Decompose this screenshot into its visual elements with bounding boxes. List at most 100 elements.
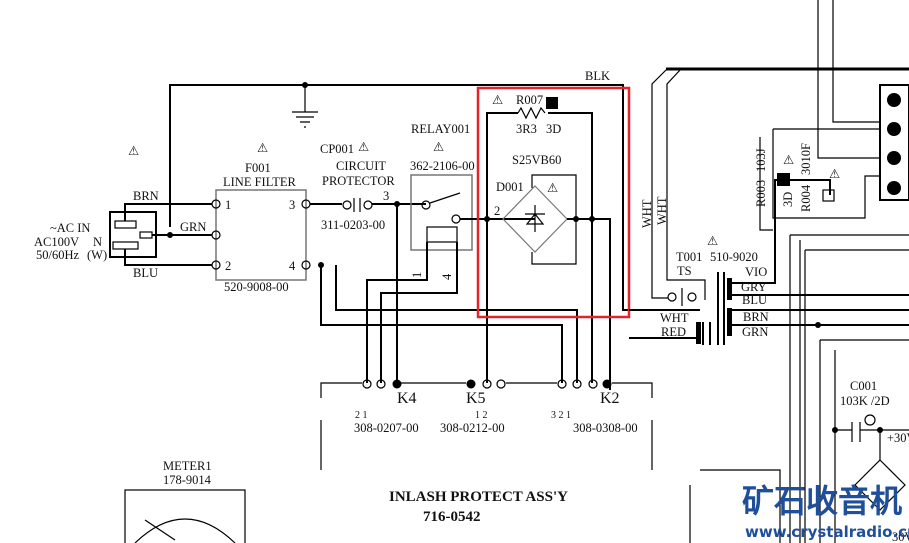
k2-part: 308-0308-00	[573, 421, 638, 435]
k5-pins: 1 2	[475, 410, 488, 421]
brn-wire	[124, 203, 212, 221]
brn2-label: BRN	[743, 310, 769, 324]
pin-1: 1	[225, 198, 231, 212]
warning-icon: ⚠	[829, 167, 841, 181]
watermark-url: www.crystalradio.cn	[745, 523, 909, 541]
t001-ref: T001	[676, 250, 702, 264]
cp001-part: 311-0203-00	[321, 218, 385, 232]
r003-ref: R003	[754, 180, 768, 207]
d001-pin-2: 2	[494, 204, 500, 218]
wire	[366, 242, 458, 383]
meter-part: 178-9014	[163, 473, 212, 487]
cp001-ref: CP001	[320, 142, 354, 156]
r007-rating: 3D	[546, 122, 561, 136]
pin-2: 2	[225, 259, 231, 273]
rating-square-icon	[777, 173, 790, 186]
r004-value: 3010F	[799, 143, 813, 175]
wire	[759, 0, 880, 231]
transformer-icon	[696, 272, 732, 345]
wht-label-3: WHT	[660, 311, 689, 325]
assembly-name: INLASH PROTECT ASS'Y	[389, 489, 568, 505]
k4-pins: 2 1	[355, 410, 368, 421]
vio-label: VIO	[745, 265, 767, 279]
blu-label: BLU	[133, 266, 158, 280]
warning-icon: ⚠	[433, 140, 445, 154]
wire	[689, 234, 909, 543]
rail-label-2: 30V	[892, 530, 909, 543]
assembly-part: 716-0542	[423, 509, 481, 525]
d001-ref: D001	[496, 180, 524, 194]
k4-label: K4	[397, 390, 417, 407]
k5-label: K5	[466, 390, 486, 407]
blu-wire	[124, 249, 212, 266]
rating-square-icon	[822, 189, 835, 202]
d001-part: S25VB60	[512, 153, 561, 167]
warning-icon: ⚠	[358, 140, 370, 154]
ac-voltage: AC100V	[34, 235, 79, 249]
c001-value: 103K /2D	[840, 394, 890, 408]
thermal-switch-icon	[667, 288, 697, 306]
connector-k4	[362, 379, 402, 389]
w-label: (W)	[87, 248, 107, 262]
watermark-cn: 矿石收音机	[742, 482, 902, 520]
pin-4: 4	[289, 259, 296, 273]
resistor-icon	[517, 106, 546, 120]
bridge-rectifier-icon	[502, 174, 577, 265]
warning-icon: ⚠	[547, 181, 559, 195]
n-label: N	[93, 235, 102, 249]
f001-ref: F001	[245, 161, 271, 175]
k2-pins: 3 2 1	[551, 410, 571, 421]
r003-value: 103J	[754, 148, 768, 172]
relay-pin-4: 4	[440, 273, 454, 280]
warning-icon: ⚠	[492, 93, 504, 107]
t001-part: 510-9020	[710, 250, 758, 264]
ac-freq: 50/60Hz	[36, 248, 80, 262]
r007-ref: R007	[516, 93, 543, 107]
k2-label: K2	[600, 390, 620, 407]
assembly-outline	[320, 382, 653, 470]
warning-icon: ⚠	[783, 153, 795, 167]
wire	[320, 265, 563, 383]
cp001-name2: PROTECTOR	[322, 174, 395, 188]
ac-in-label: ~AC IN	[50, 221, 90, 235]
r007-value: 3R3	[516, 122, 537, 136]
wht-label-2: WHT	[655, 196, 669, 225]
grn2-label: GRN	[742, 325, 768, 339]
warning-icon: ⚠	[707, 234, 719, 248]
meter-ref: METER1	[163, 459, 212, 473]
f001-part: 520-9008-00	[224, 280, 289, 294]
r007-wire	[486, 112, 593, 383]
brn-label: BRN	[133, 189, 159, 203]
wire	[567, 218, 611, 390]
capacitor-icon	[832, 414, 909, 511]
gry-label: GRY	[741, 280, 767, 294]
rail-label: +30V	[887, 431, 909, 445]
f001-name: LINE FILTER	[223, 175, 296, 189]
relay	[410, 174, 473, 251]
relay-pin-1: 1	[410, 272, 424, 278]
ground-icon	[292, 82, 318, 128]
red-label: RED	[661, 325, 686, 339]
cp-pin-3: 3	[383, 189, 389, 203]
warning-icon: ⚠	[257, 141, 269, 155]
r003-rating: 3D	[781, 192, 795, 207]
c001-ref: C001	[850, 379, 877, 393]
wire	[335, 265, 578, 383]
r004-ref: R004	[799, 184, 813, 212]
meter-icon	[124, 489, 246, 543]
ts-label: TS	[677, 264, 692, 278]
wht-wires	[651, 68, 706, 300]
k4-part: 308-0207-00	[354, 421, 419, 435]
k5-part: 308-0212-00	[440, 421, 505, 435]
relay-ref: RELAY001	[411, 122, 470, 136]
rating-square-icon	[546, 97, 558, 109]
blu2-label: BLU	[742, 293, 767, 307]
highlight-box	[476, 86, 631, 319]
connector-k5	[466, 379, 506, 389]
ac-plug-icon	[109, 211, 157, 258]
warning-icon: ⚠	[128, 144, 140, 158]
relay-part: 362-2106-00	[410, 159, 475, 173]
cp001-name1: CIRCUIT	[336, 159, 386, 173]
